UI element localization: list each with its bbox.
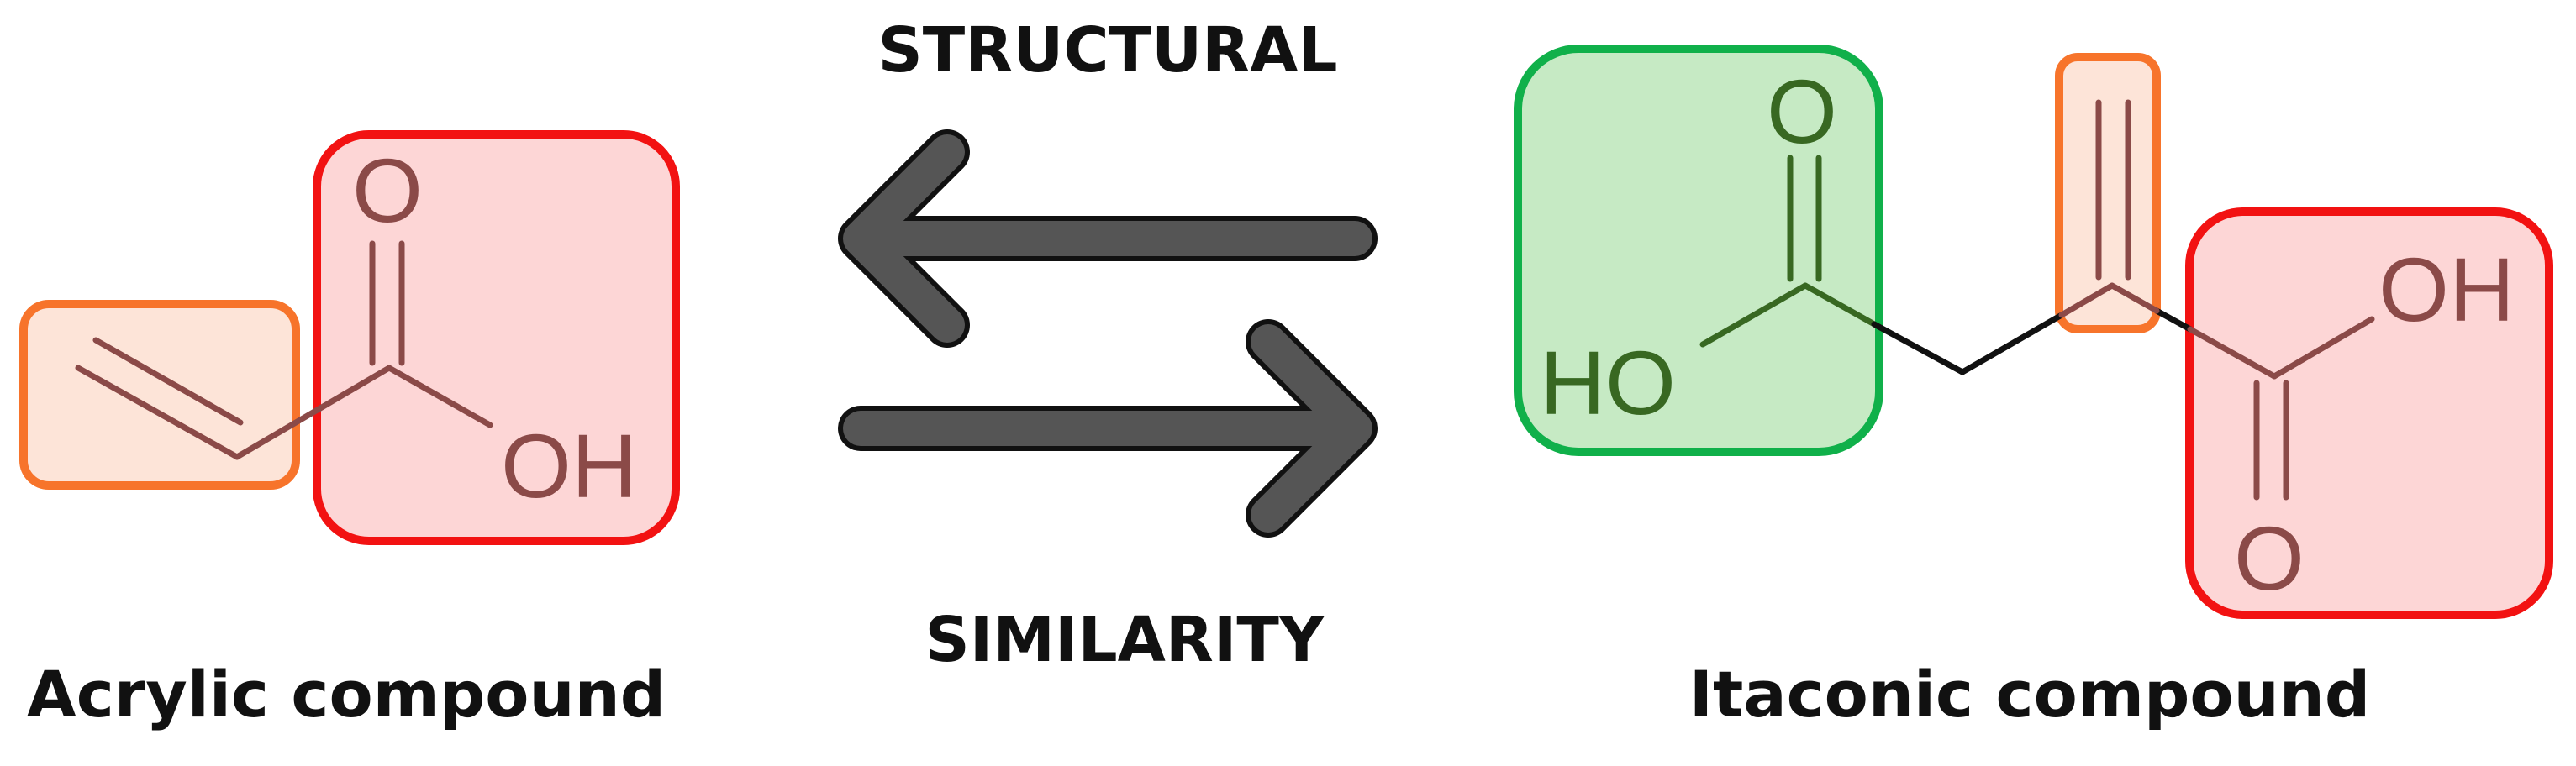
acrylic-hydroxyl-bond xyxy=(386,365,493,428)
itaconic-right-carboxyl-highlight xyxy=(2185,207,2553,619)
acrylic-structure: O OH xyxy=(19,130,680,545)
itaconic-left-chain-bond-green xyxy=(1802,282,1878,328)
itaconic-right-carbonyl-oxygen: O xyxy=(2234,507,2305,609)
acrylic-vinyl-highlight xyxy=(19,300,300,490)
acrylic-caption: Acrylic compound xyxy=(27,657,666,732)
itaconic-backbone-bonds xyxy=(1871,307,2194,375)
acrylic-carbonyl-oxygen: O xyxy=(352,139,423,241)
itaconic-caption: Itaconic compound xyxy=(1689,657,2371,732)
itaconic-methylene-highlight xyxy=(2055,53,2161,333)
itaconic-chain-bond-5 xyxy=(2187,326,2278,380)
itaconic-chain-bond-4 xyxy=(2153,307,2194,333)
right-arrow xyxy=(838,319,1378,538)
itaconic-right-hydroxyl-group: OH xyxy=(2378,239,2515,340)
itaconic-chain-bond-1 xyxy=(1871,321,1966,375)
similarity-label: SIMILARITY xyxy=(925,604,1325,676)
acrylic-vinyl-double-bond-inner xyxy=(92,337,244,426)
acrylic-backbone-bond xyxy=(234,365,392,460)
structural-label: STRUCTURAL xyxy=(877,14,1337,87)
itaconic-chain-bond-3b xyxy=(2109,282,2160,314)
itaconic-highlighted-bonds xyxy=(2058,99,2375,501)
acrylic-bonds xyxy=(75,240,493,460)
itaconic-chain-bond-3a xyxy=(2058,282,2115,318)
itaconic-chain-bond-2 xyxy=(1959,312,2065,375)
itaconic-left-carboxyl-bonds xyxy=(1699,155,1878,348)
itaconic-left-carboxyl-highlight xyxy=(1514,45,1883,456)
acrylic-vinyl-double-bond-outer xyxy=(75,365,240,460)
itaconic-left-hydroxyl-group: HO xyxy=(1540,332,1676,433)
acrylic-hydroxyl-group: OH xyxy=(501,415,637,517)
itaconic-structure: O HO OH O xyxy=(1514,45,2553,619)
itaconic-left-hydroxyl-bond xyxy=(1699,282,1809,348)
acrylic-carboxyl-highlight xyxy=(313,130,680,545)
left-arrow xyxy=(838,129,1378,348)
itaconic-right-hydroxyl-bond xyxy=(2271,316,2375,380)
right-arrow-body xyxy=(843,324,1372,533)
itaconic-left-carbonyl-oxygen: O xyxy=(1767,60,1837,162)
left-arrow-body xyxy=(843,134,1372,343)
